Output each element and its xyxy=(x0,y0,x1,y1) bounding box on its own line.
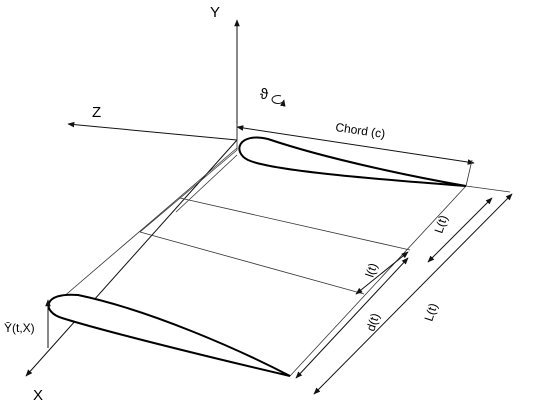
l-total-dimension xyxy=(313,193,513,395)
d-dimension xyxy=(295,257,409,379)
l-total-label: L(t) xyxy=(422,301,441,322)
axis-x-label: X xyxy=(33,387,43,404)
l-small-label: l(t) xyxy=(363,261,381,279)
leading-edge-ext xyxy=(139,149,238,233)
ybar-label: Ȳ(t,X) xyxy=(4,321,35,335)
chord-ext-right xyxy=(465,159,473,187)
chord-dimension xyxy=(236,125,475,165)
d-label: d(t) xyxy=(364,311,383,332)
trailing-edge-line xyxy=(465,185,511,193)
leading-edge-span xyxy=(47,147,238,311)
rotation-arrow-icon xyxy=(271,95,286,107)
chord-label: Chord (c) xyxy=(335,120,386,141)
mid-span-line xyxy=(175,154,238,213)
z-axis xyxy=(67,121,238,141)
tip-airfoil xyxy=(47,293,291,377)
section-line-upper xyxy=(179,197,411,251)
axis-y-label: Y xyxy=(210,4,220,21)
section-line-lower xyxy=(139,231,365,295)
l-upper-label: L(t) xyxy=(432,213,451,234)
axis-z-label: Z xyxy=(92,104,101,121)
rotation-label: ϑ xyxy=(260,86,269,103)
